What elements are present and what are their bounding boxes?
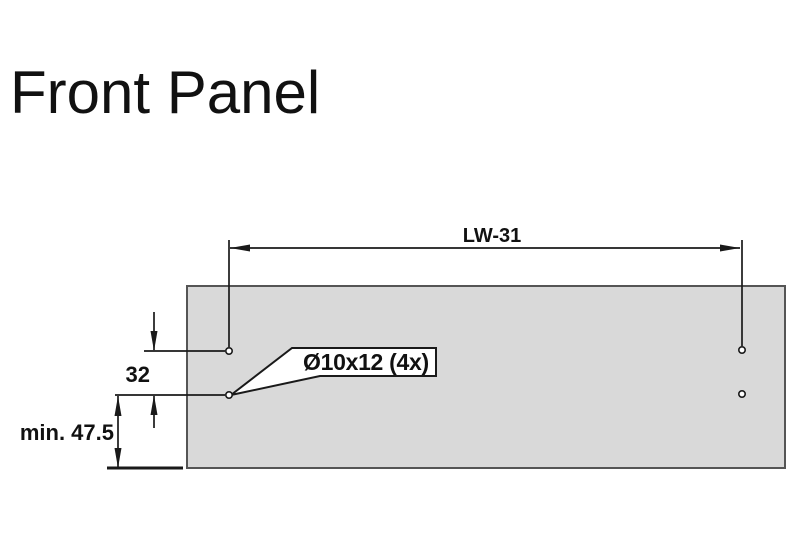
dim-width: LW-31 [228,225,743,347]
hole-callout: Ø10x12 (4x) [230,347,437,396]
page-title: Front Panel [10,59,321,126]
hole-callout-label: Ø10x12 (4x) [303,349,429,375]
drill-hole [225,390,234,399]
drill-hole [225,346,234,355]
drill-hole [737,345,746,354]
dim-width-label: LW-31 [463,225,522,247]
dim-width-arrow-left [230,244,250,252]
dim-hole-spacing: 32 [115,312,225,428]
hole-callout-flag [230,347,437,396]
dim-bottom-edge: min. 47.5 [20,396,183,470]
drill-hole [737,389,746,398]
dim-width-arrow-right [720,244,740,252]
dim-bottom-label: min. 47.5 [20,420,114,445]
dim-bottom-arrow-down [114,448,122,468]
dim-bottom-arrow-up [114,396,122,416]
dim-spacing-arrow-up [150,395,158,415]
holes [225,345,746,399]
dim-spacing-label: 32 [126,362,150,387]
dim-spacing-arrow-down [150,331,158,351]
